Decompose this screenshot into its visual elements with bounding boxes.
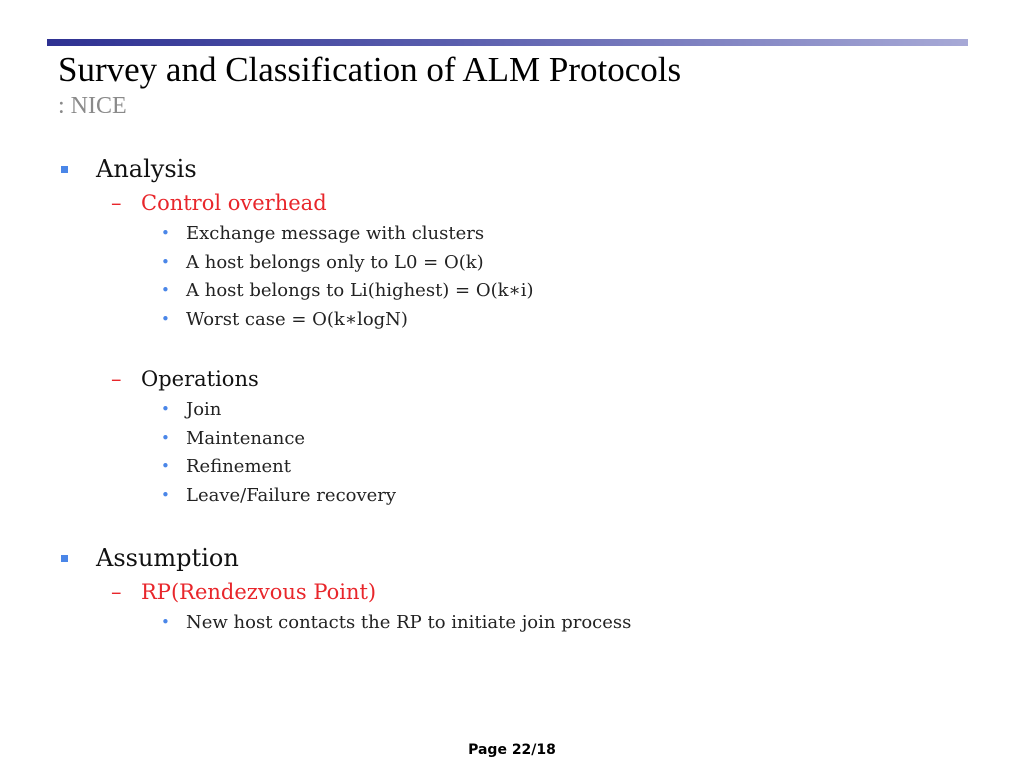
section-heading-analysis: Analysis [96, 155, 197, 183]
dash-bullet-icon: – [111, 367, 122, 391]
dot-bullet-icon: • [161, 310, 170, 328]
list-item: Leave/Failure recovery [186, 485, 397, 506]
list-item: Maintenance [186, 428, 306, 449]
page-number: Page 22/18 [468, 742, 556, 758]
list-item: Join [186, 399, 222, 420]
list-item: A host belongs only to L0 = O(k) [186, 252, 484, 273]
slide-title: Survey and Classification of ALM Protoco… [58, 50, 682, 89]
list-item: Exchange message with clusters [186, 223, 485, 244]
dot-bullet-icon: • [161, 613, 170, 631]
group-label-rp: RP(Rendezvous Point) [141, 580, 377, 604]
section-heading-assumption: Assumption [96, 544, 239, 572]
group-label-control-overhead: Control overhead [141, 191, 327, 215]
dot-bullet-icon: • [161, 281, 170, 299]
dash-bullet-icon: – [111, 580, 122, 604]
dot-bullet-icon: • [161, 253, 170, 271]
list-item: A host belongs to Li(highest) = O(k∗i) [186, 280, 534, 301]
dot-bullet-icon: • [161, 486, 170, 504]
title-accent-bar [47, 39, 968, 46]
list-item: New host contacts the RP to initiate joi… [186, 612, 632, 633]
square-bullet-icon [61, 555, 68, 562]
dot-bullet-icon: • [161, 400, 170, 418]
list-item: Worst case = O(k∗logN) [186, 309, 408, 330]
group-label-operations: Operations [141, 367, 259, 391]
dash-bullet-icon: – [111, 191, 122, 215]
dot-bullet-icon: • [161, 224, 170, 242]
square-bullet-icon [61, 166, 68, 173]
dot-bullet-icon: • [161, 457, 170, 475]
dot-bullet-icon: • [161, 429, 170, 447]
slide-subtitle: : NICE [58, 93, 127, 119]
list-item: Refinement [186, 456, 292, 477]
